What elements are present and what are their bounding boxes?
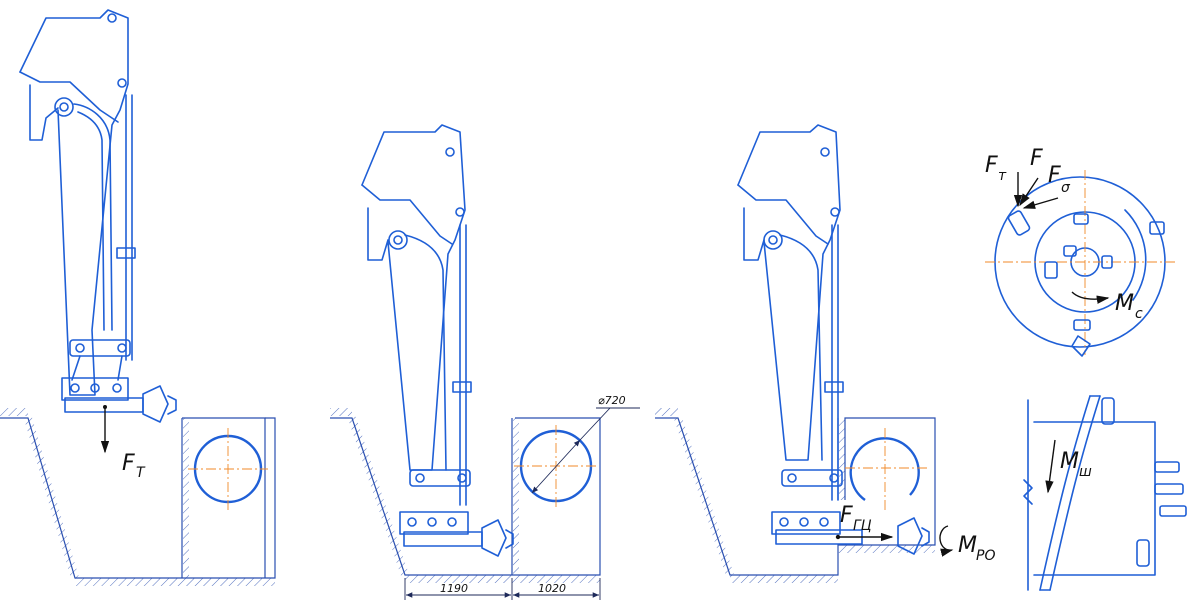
view-2-boom: ⌀720 1190 1020 xyxy=(330,124,640,600)
label-mc-sub: c xyxy=(1135,306,1143,322)
view-1-boom: F T xyxy=(0,9,276,586)
view-4-rotor-top: F т F F σ M c xyxy=(985,146,1175,357)
label-msh: M xyxy=(1060,449,1079,474)
view-3-boom: F ГЦ M РО xyxy=(655,124,995,583)
label-fgc-sub: ГЦ xyxy=(853,518,872,534)
label-ft-left: F xyxy=(122,451,135,476)
label-mro-sub: РО xyxy=(976,548,995,564)
label-mc: M xyxy=(1115,291,1134,316)
view-5-rotor-side: M ш xyxy=(1023,395,1187,591)
label-diameter: ⌀720 xyxy=(598,394,626,407)
label-f: F xyxy=(1030,146,1043,171)
label-ft-right-sub: т xyxy=(998,168,1007,184)
label-ft-left-sub: T xyxy=(136,465,146,481)
label-fgc: F xyxy=(840,503,853,528)
label-mro: M xyxy=(958,533,977,558)
label-ft-right: F xyxy=(985,153,998,178)
label-msh-sub: ш xyxy=(1079,464,1092,480)
label-fs: F xyxy=(1048,163,1061,188)
label-fs-sub: σ xyxy=(1061,180,1071,196)
dim-1020: 1020 xyxy=(538,582,566,595)
dim-1190: 1190 xyxy=(440,582,468,595)
